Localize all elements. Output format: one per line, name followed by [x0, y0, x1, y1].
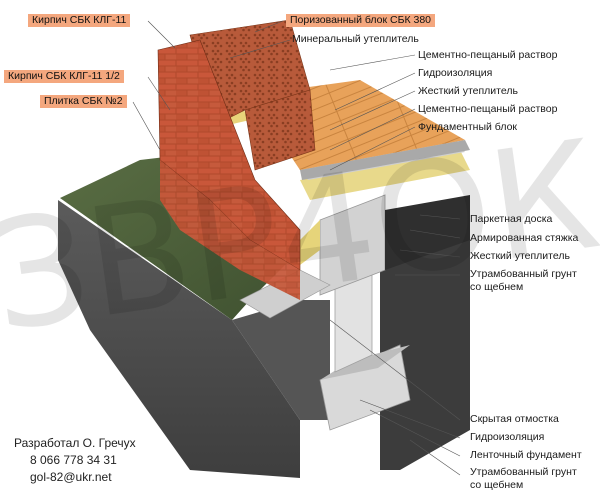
facade-brick-lower: [160, 160, 300, 300]
credit-author: Разработал О. Гречух: [14, 436, 136, 450]
label-compacted-soil-2: Утрамбованный грунт со щебнем: [470, 466, 577, 491]
label-brick-sbk-klg11: Кирпич СБК КЛГ-11: [28, 14, 131, 27]
label-reinforced-screed: Армированная стяжка: [470, 232, 579, 244]
label-rigid-insulation-1: Жесткий утеплитель: [418, 85, 518, 97]
strip-foundation-top: [320, 345, 410, 380]
label-waterproofing-1: Гидроизоляция: [418, 67, 493, 79]
credit-phone: 8 066 778 34 31: [30, 453, 117, 467]
floor-insulation-layer: [300, 150, 470, 200]
foundation-block-wall: [319, 194, 386, 296]
label-cement-sand-mortar-1: Цементно-пещаный раствор: [418, 49, 558, 61]
label-strip-foundation: Ленточный фундамент: [470, 449, 582, 461]
rigid-insulation-layer: [300, 220, 320, 265]
soil-trench-face: [232, 300, 330, 420]
label-parquet: Паркетная доска: [470, 213, 553, 225]
screed-edge: [300, 140, 470, 180]
label-waterproofing-2: Гидроизоляция: [470, 431, 545, 443]
leader-lines: [132, 20, 461, 476]
label-porous-block: Поризованный блок СБК 380: [286, 14, 436, 27]
label-hidden-blind-area: Скрытая отмостка: [470, 413, 559, 425]
label-rigid-insulation-2: Жесткий утеплитель: [470, 250, 570, 262]
soil-main-face: [58, 200, 300, 478]
soil-right-face: [380, 240, 470, 470]
label-compacted-soil-1: Утрамбованный грунт со щебнем: [470, 268, 577, 293]
porous-block-row: [244, 89, 316, 171]
label-foundation-block: Фундаментный блок: [418, 121, 518, 133]
label-mineral-insulation: Минеральный утеплитель: [292, 33, 419, 45]
label-brick-sbk-klg11-half: Кирпич СБК КЛГ-11 1/2: [4, 70, 124, 83]
label-cement-sand-mortar-2: Цементно-пещаный раствор: [418, 103, 558, 115]
label-tile-sbk-2: Плитка СБК №2: [40, 95, 127, 108]
credit-email: gol-82@ukr.net: [30, 470, 112, 484]
